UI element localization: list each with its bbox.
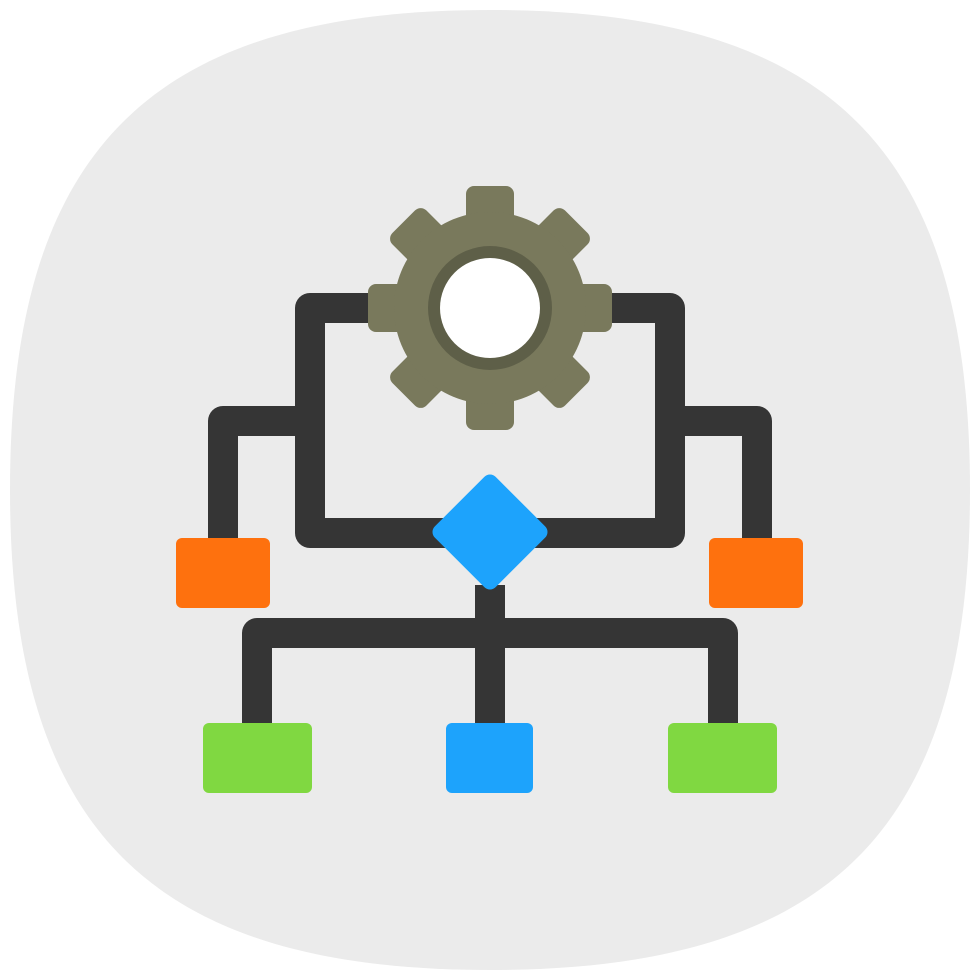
center-blue-box [446, 723, 533, 793]
right-green-box [668, 723, 777, 793]
gear-icon [368, 186, 612, 430]
bottom-bar-connector [242, 618, 738, 725]
left-branch-connector [208, 406, 310, 545]
decision-diamond [432, 474, 548, 590]
right-orange-box [709, 538, 803, 608]
left-green-box [203, 723, 312, 793]
right-branch-connector [670, 406, 772, 545]
left-orange-box [176, 538, 270, 608]
gear-hole [440, 258, 540, 358]
